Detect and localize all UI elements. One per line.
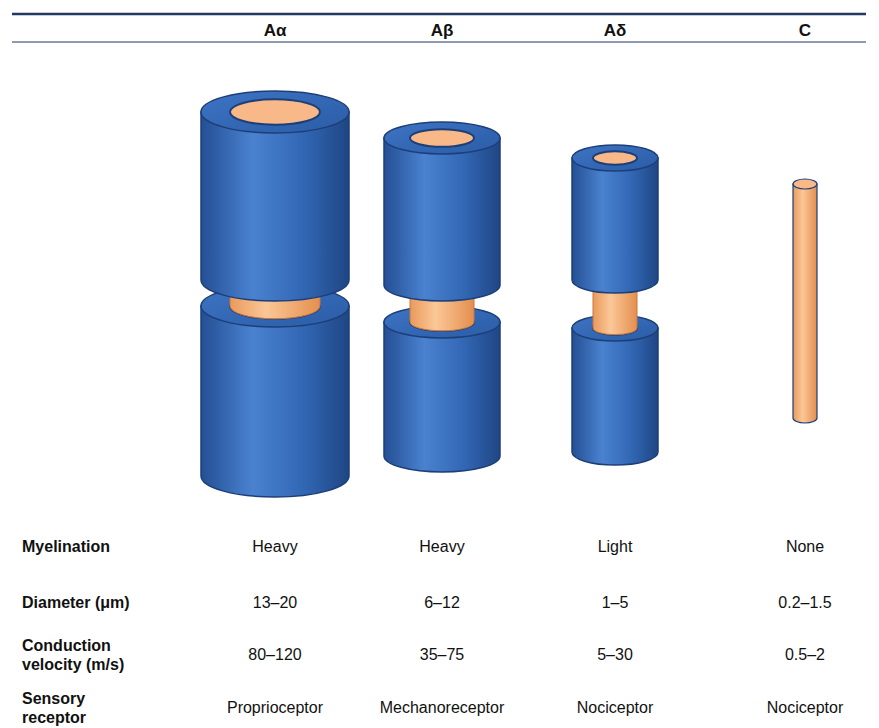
table-cell: 0.5–2: [720, 645, 879, 664]
table-cell-slot: Nociceptor: [530, 698, 700, 717]
myelin-segment: [572, 315, 658, 465]
table-cell-slot: None: [720, 537, 879, 556]
myelin-face: [201, 91, 349, 133]
row-label: Conduction velocity (m/s): [22, 636, 147, 674]
table-cell-slot: Proprioceptor: [190, 698, 360, 717]
table-cell: Heavy: [357, 537, 527, 556]
column-header: C: [720, 21, 879, 41]
myelin-body: [201, 112, 349, 301]
table-cell: 5–30: [530, 645, 700, 664]
table-cell: 1–5: [530, 593, 700, 612]
table-cell-slot: 80–120: [190, 645, 360, 664]
row-label-slot: Sensory receptor: [22, 689, 147, 727]
table-cell-slot: Heavy: [357, 537, 527, 556]
myelin-segment: [572, 145, 658, 293]
table-cell-slot: 0.5–2: [720, 645, 879, 664]
row-label-slot: Diameter (μm): [22, 593, 147, 612]
myelin-body: [572, 158, 658, 293]
table-cell: Mechanoreceptor: [357, 698, 527, 717]
rule-top: [12, 13, 866, 16]
myelin-face: [384, 122, 500, 154]
fibre-group: [201, 91, 817, 497]
column-header-slot: Aδ: [530, 21, 700, 41]
axon-face: [593, 151, 637, 164]
table-cell: 80–120: [190, 645, 360, 664]
table-cell-slot: Mechanoreceptor: [357, 698, 527, 717]
table-cell: Light: [530, 537, 700, 556]
myelin-face: [572, 145, 658, 171]
axon-face: [410, 129, 474, 147]
table-cell: 0.2–1.5: [720, 593, 879, 612]
table-cell-slot: 35–75: [357, 645, 527, 664]
table-cell: 13–20: [190, 593, 360, 612]
myelin-body: [384, 138, 500, 301]
table-cell: 35–75: [357, 645, 527, 664]
table-cell-slot: Nociceptor: [720, 698, 879, 717]
table-cell: Nociceptor: [720, 698, 879, 717]
unmyelinated-axon: [793, 184, 817, 423]
myelin-segment: [201, 91, 349, 301]
rule-header: [12, 41, 866, 42]
column-header-slot: C: [720, 21, 879, 41]
table-cell-slot: 0.2–1.5: [720, 593, 879, 612]
table-cell-slot: 5–30: [530, 645, 700, 664]
column-header-slot: Aα: [190, 21, 360, 41]
table-cell: 6–12: [357, 593, 527, 612]
row-label: Myelination: [22, 537, 147, 556]
table-cell-slot: 13–20: [190, 593, 360, 612]
table-cell-slot: Light: [530, 537, 700, 556]
myelin-segment: [384, 122, 500, 301]
axon-face: [793, 179, 817, 189]
table-cell: Heavy: [190, 537, 360, 556]
column-header: Aα: [190, 21, 360, 41]
myelin-body: [384, 322, 500, 472]
table-cell: None: [720, 537, 879, 556]
table-cell: Proprioceptor: [190, 698, 360, 717]
axon-face: [230, 99, 320, 125]
row-label: Diameter (μm): [22, 593, 147, 612]
table-cell-slot: Heavy: [190, 537, 360, 556]
row-label-slot: Myelination: [22, 537, 147, 556]
column-header: Aβ: [357, 21, 527, 41]
myelin-body: [201, 306, 349, 497]
myelin-body: [572, 328, 658, 465]
table-cell: Nociceptor: [530, 698, 700, 717]
column-header: Aδ: [530, 21, 700, 41]
row-label-slot: Conduction velocity (m/s): [22, 636, 147, 674]
column-header-slot: Aβ: [357, 21, 527, 41]
row-label: Sensory receptor: [22, 689, 147, 727]
table-cell-slot: 6–12: [357, 593, 527, 612]
table-cell-slot: 1–5: [530, 593, 700, 612]
